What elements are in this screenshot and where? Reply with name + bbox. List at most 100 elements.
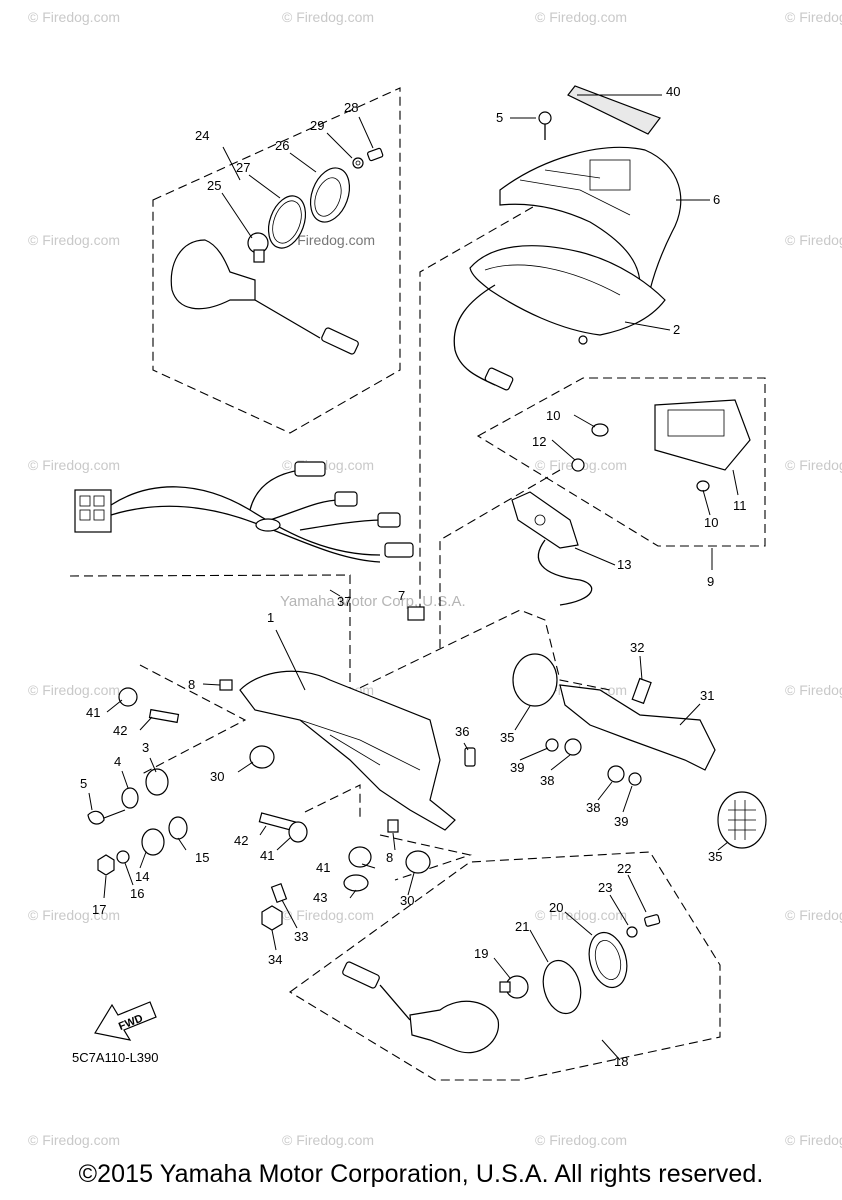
leader-license-bracket: [439, 469, 561, 650]
callout-23: 23: [598, 880, 612, 895]
leader-harness-bracket: [69, 574, 351, 695]
part-33-screw: [270, 883, 288, 903]
watermark: © Firedog.com: [282, 9, 374, 25]
part-36-bolt: [464, 747, 476, 767]
part-25-bulb: [247, 232, 269, 263]
part-8-clip: [219, 679, 233, 691]
callout-12: 12: [532, 434, 546, 449]
callout-13: 13: [617, 557, 631, 572]
callout-31: 31: [700, 688, 714, 703]
callout-15: 15: [195, 850, 209, 865]
watermark: © Firedog.com: [785, 457, 842, 473]
callout-20: 20: [549, 900, 563, 915]
callout-39: 39: [510, 760, 524, 775]
part-12-collar: [571, 458, 585, 472]
part-39-washer: [628, 772, 642, 786]
callout-24: 24: [195, 128, 209, 143]
watermark: © Firedog.com: [28, 232, 120, 248]
part-27-gasket: [267, 195, 307, 249]
part-20-housing: [588, 931, 628, 989]
part-5-screw-top: [538, 111, 552, 140]
part-14-collar: [141, 828, 165, 856]
watermark: © Firedog.com: [28, 682, 120, 698]
part-23-washer: [626, 926, 638, 938]
callout-27: 27: [236, 160, 250, 175]
part-32-bolt: [631, 677, 652, 705]
part-35-turn-signal-left: [512, 653, 558, 707]
part-10-bulb: [591, 423, 710, 492]
callout-10: 10: [546, 408, 560, 423]
callout-30: 30: [210, 769, 224, 784]
callout-14: 14: [135, 869, 149, 884]
watermark: © Firedog.com: [28, 1132, 120, 1148]
callout-16: 16: [130, 886, 144, 901]
watermark: © Firedog.com: [28, 907, 120, 923]
watermark: © Firedog.com: [28, 9, 120, 25]
callout-3: 3: [142, 740, 149, 755]
part-4-collar: [121, 787, 139, 809]
callout-5: 5: [496, 110, 503, 125]
callout-40: 40: [666, 84, 680, 99]
part-13-license-bracket: [511, 491, 593, 606]
figure-code: 5C7A110-L390: [72, 1050, 159, 1065]
callout-8: 8: [188, 677, 195, 692]
callout-2: 2: [673, 322, 680, 337]
part-6-cover: [499, 146, 682, 291]
part-29-washer: [352, 157, 364, 169]
leader-bracket-turn: [334, 609, 611, 701]
callout-41: 41: [316, 860, 330, 875]
callout-4: 4: [114, 754, 121, 769]
watermark: © Firedog.com: [785, 232, 842, 248]
callout-36: 36: [455, 724, 469, 739]
part-16-washer: [116, 850, 130, 864]
callout-30: 30: [400, 893, 414, 908]
callout-33: 33: [294, 929, 308, 944]
part-26-socket: [309, 167, 351, 223]
watermark: © Firedog.com: [283, 232, 375, 248]
part-1-frame: [239, 670, 456, 831]
leader-hardware-bolt: [304, 784, 361, 820]
callout-38: 38: [586, 800, 600, 815]
watermark-center: Yamaha Motor Corp, U.S.A.: [280, 593, 466, 610]
part-lens-reflector: [170, 239, 359, 355]
callout-7: 7: [398, 588, 405, 603]
part-7-clip: [407, 606, 425, 621]
part-38-nut: [564, 738, 582, 756]
callout-19: 19: [474, 946, 488, 961]
callout-layer: 40 5 6 2 28 29 24 26 27 25 10 12 11 10 1…: [80, 84, 747, 1069]
callout-8: 8: [386, 850, 393, 865]
part-30-damper: [405, 850, 431, 874]
group-24-outline: [152, 87, 401, 434]
callout-38: 38: [540, 773, 554, 788]
part-41-grommet: [348, 846, 372, 868]
callout-41: 41: [86, 705, 100, 720]
leader-hardware-left: [139, 664, 247, 776]
watermark: © Firedog.com: [535, 1132, 627, 1148]
part-21-gasket: [542, 959, 582, 1015]
part-17-nut: [97, 854, 115, 876]
group-9-outline: [476, 377, 766, 547]
callout-28: 28: [344, 100, 358, 115]
callout-5: 5: [80, 776, 87, 791]
callout-10: 10: [704, 515, 718, 530]
part-5-screw: [87, 809, 126, 825]
part-37-harness: [74, 461, 414, 563]
part-28-screw: [367, 147, 384, 162]
callout-11: 11: [733, 498, 747, 513]
watermark: © Firedog.com: [282, 1132, 374, 1148]
callout-29: 29: [310, 118, 324, 133]
callout-42: 42: [234, 833, 248, 848]
part-34-nut: [261, 905, 283, 931]
callout-18: 18: [614, 1054, 628, 1069]
group-18-outline: [289, 851, 721, 1081]
fwd-arrow: FWD: [94, 1001, 157, 1041]
leader-lines: [88, 94, 739, 1061]
callout-6: 6: [713, 192, 720, 207]
part-31-bracket: [559, 684, 716, 771]
part-43-collar: [343, 874, 369, 892]
callout-42: 42: [113, 723, 127, 738]
watermark: © Firedog.com: [28, 457, 120, 473]
part-35-turn-signal-right: [717, 791, 767, 849]
watermark: © Firedog.com: [535, 907, 627, 923]
